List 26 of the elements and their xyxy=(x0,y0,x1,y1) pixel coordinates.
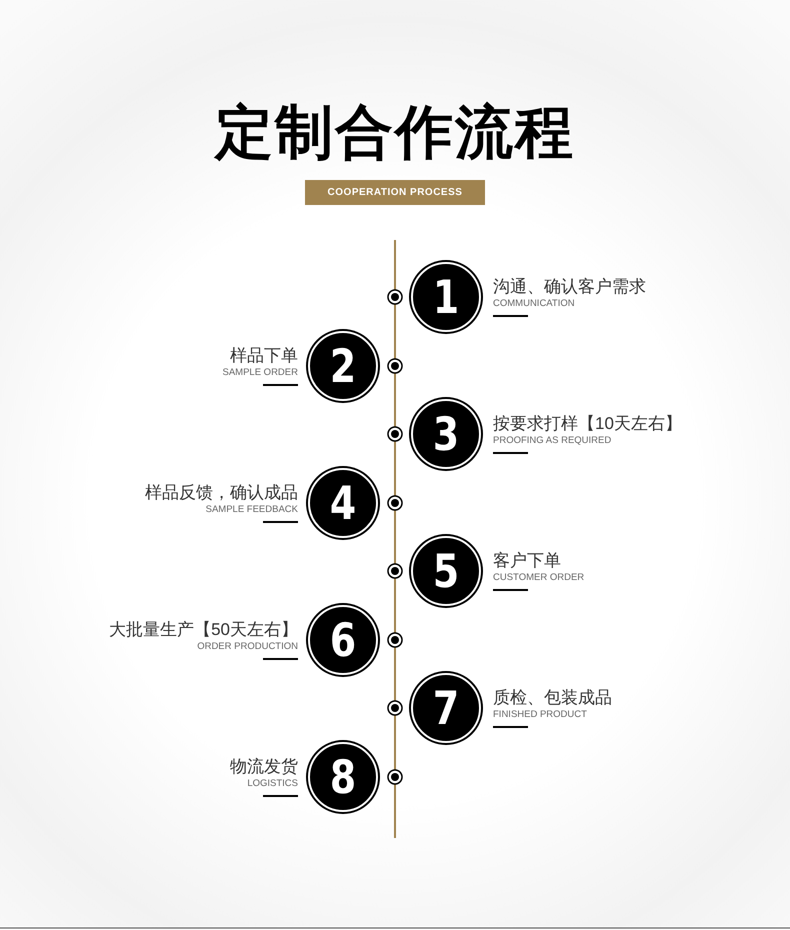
step-circle: 6 xyxy=(308,605,378,675)
title: 定制合作流程 xyxy=(212,99,576,167)
step-circle: 1 xyxy=(411,262,481,332)
step-subtitle: FINISHED PRODUCT xyxy=(493,709,587,720)
step-subtitle: PROOFING AS REQUIRED xyxy=(493,435,612,446)
step-title: 按要求打样【10天左右】 xyxy=(493,414,682,434)
step-title: 物流发货 xyxy=(230,757,298,777)
step-subtitle: ORDER PRODUCTION xyxy=(197,641,298,652)
step-title: 样品下单 xyxy=(230,346,298,366)
step-circle: 8 xyxy=(308,742,378,812)
step-title: 大批量生产【50天左右】 xyxy=(109,620,298,640)
step-title: 质检、包装成品 xyxy=(493,688,612,708)
step-subtitle: SAMPLE ORDER xyxy=(222,367,298,378)
step-circle: 2 xyxy=(308,331,378,401)
step-subtitle: CUSTOMER ORDER xyxy=(493,572,584,583)
step-subtitle: SAMPLE FEEDBACK xyxy=(206,504,298,515)
step-title: 沟通、确认客户需求 xyxy=(493,277,646,297)
title-badge: COOPERATION PROCESS xyxy=(305,180,485,205)
step-circle: 5 xyxy=(411,536,481,606)
step-title: 客户下单 xyxy=(493,551,561,571)
step-subtitle: COMMUNICATION xyxy=(493,298,575,309)
step-circle: 3 xyxy=(411,399,481,469)
step-subtitle: LOGISTICS xyxy=(247,778,298,789)
step-title: 样品反馈，确认成品 xyxy=(145,483,298,503)
step-circle: 4 xyxy=(308,468,378,538)
step-circle: 7 xyxy=(411,673,481,743)
